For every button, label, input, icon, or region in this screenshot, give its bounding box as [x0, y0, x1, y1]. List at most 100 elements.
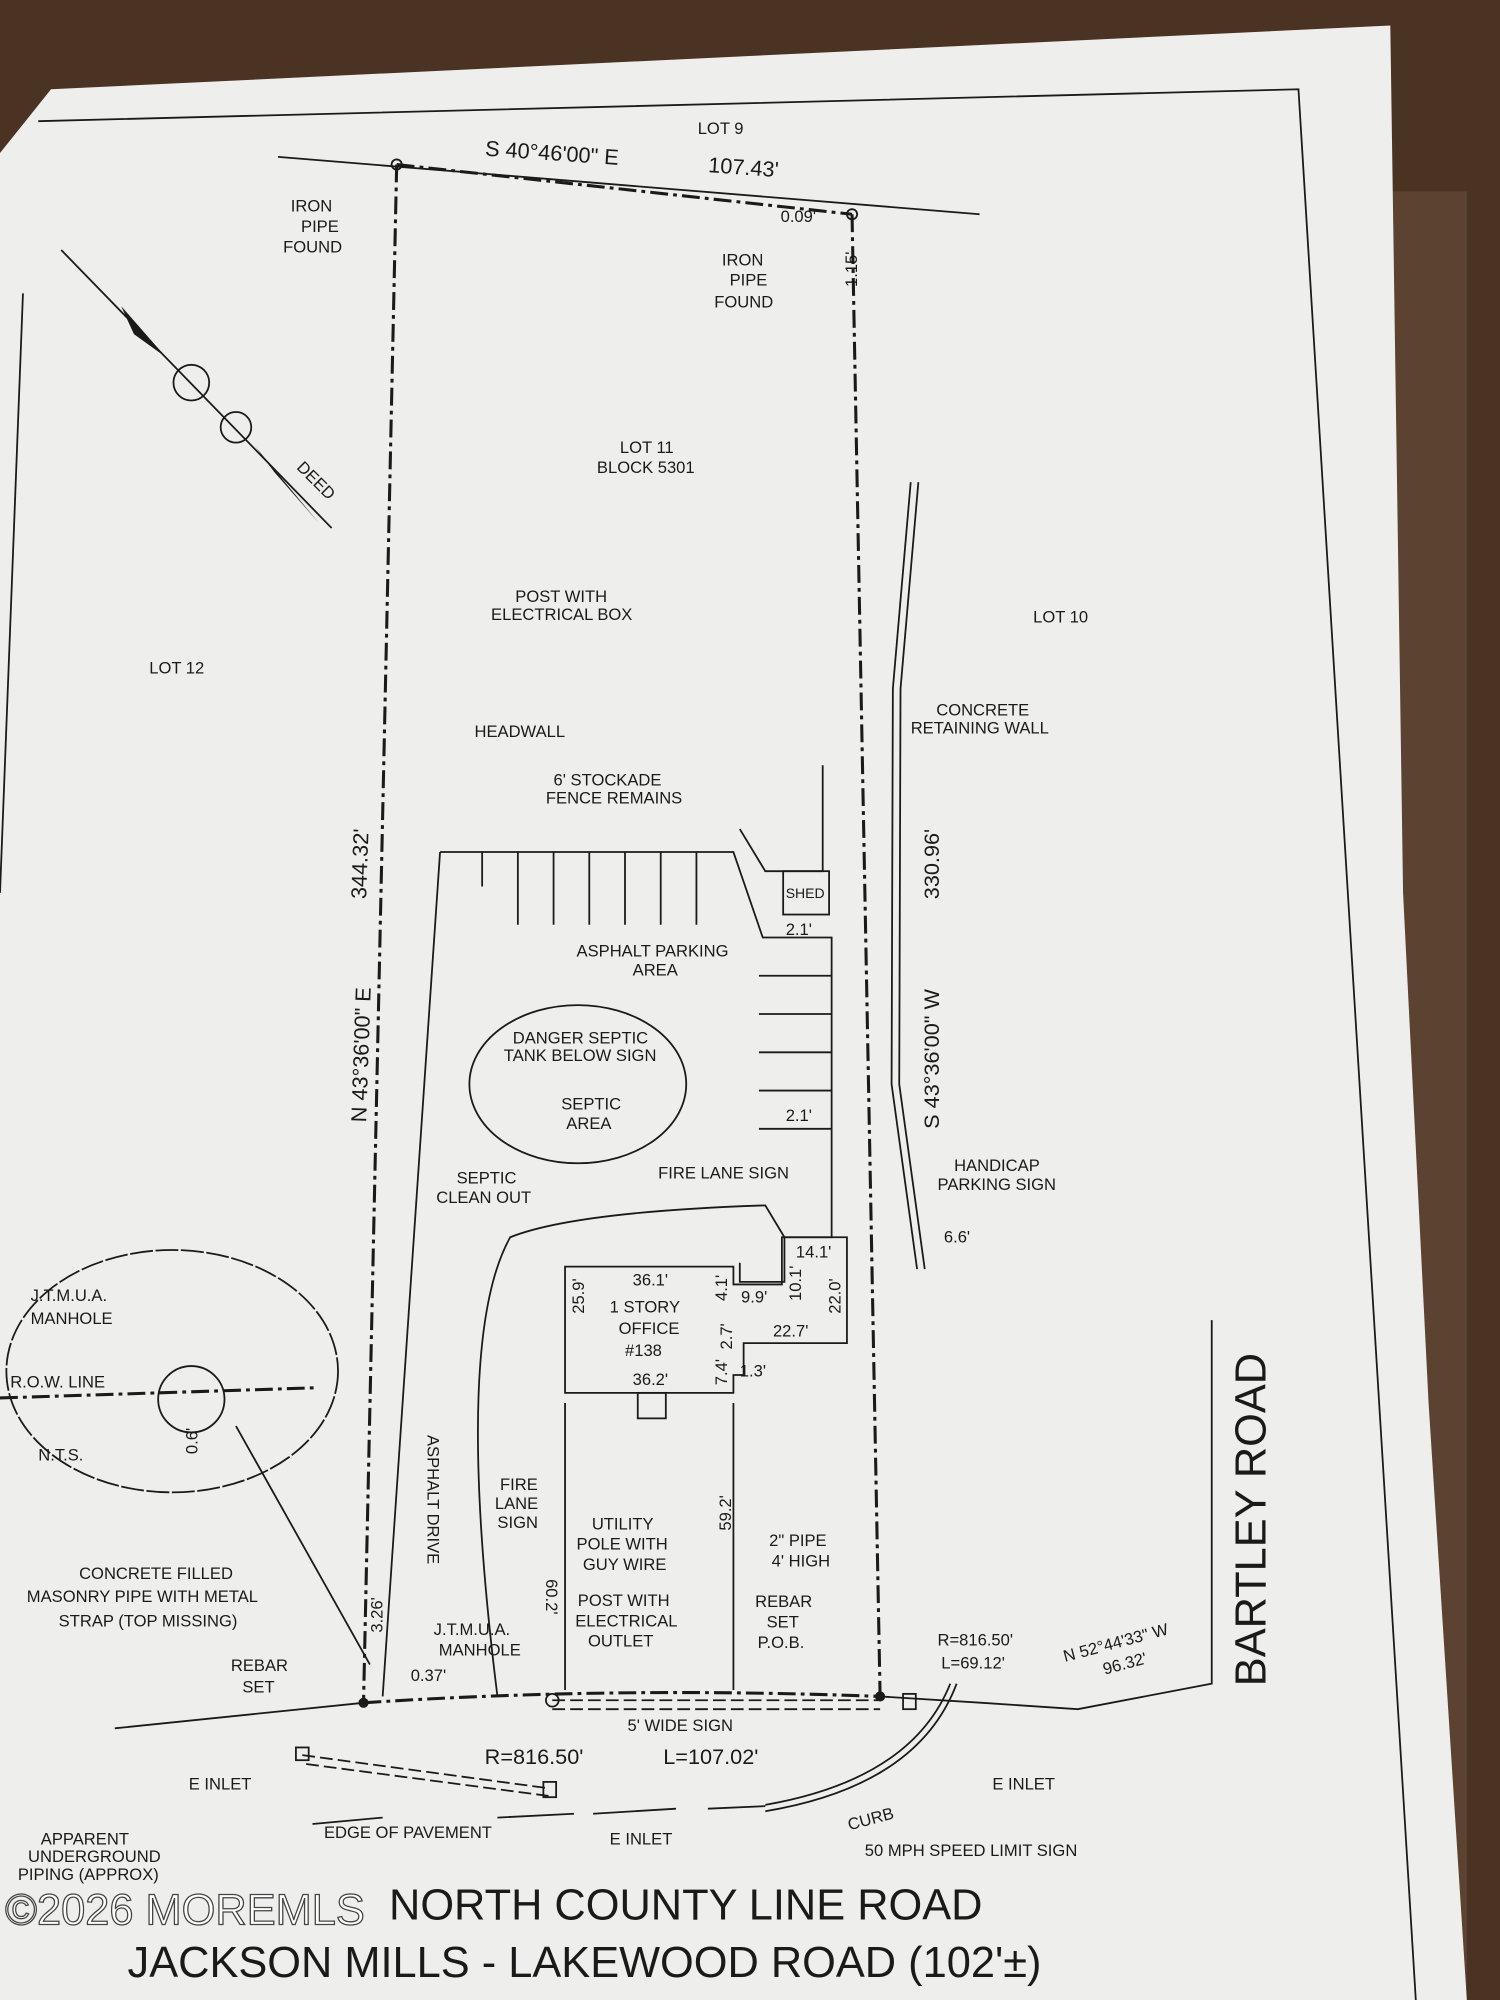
- svg-text:36.2': 36.2': [633, 1370, 668, 1389]
- svg-text:ASPHALT PARKING: ASPHALT PARKING: [577, 942, 729, 961]
- left-bearing: N 43°36'00" E: [346, 987, 376, 1123]
- watermark: ©2026 MOREMLS: [5, 1887, 365, 1935]
- svg-text:0.09': 0.09': [781, 207, 816, 226]
- svg-text:IRON: IRON: [291, 197, 332, 216]
- svg-text:P.O.B.: P.O.B.: [758, 1633, 805, 1652]
- lot11-label: LOT 11: [620, 438, 674, 457]
- svg-text:SET: SET: [767, 1613, 799, 1632]
- parking-stalls: [481, 852, 832, 1130]
- svg-text:4.1': 4.1': [712, 1275, 731, 1301]
- svg-text:PIPE: PIPE: [301, 217, 339, 236]
- front-property-line: [363, 1691, 881, 1705]
- svg-text:59.2': 59.2': [716, 1495, 735, 1530]
- svg-text:IRON: IRON: [722, 250, 763, 269]
- svg-text:APPARENT: APPARENT: [41, 1829, 129, 1848]
- svg-text:POLE WITH: POLE WITH: [577, 1535, 668, 1554]
- svg-text:FOUND: FOUND: [283, 238, 342, 257]
- left-distance: 344.32': [346, 828, 373, 899]
- iron-pipe-marker: [846, 208, 859, 221]
- svg-text:HANDICAP: HANDICAP: [954, 1156, 1040, 1175]
- svg-text:FOUND: FOUND: [714, 292, 773, 311]
- svg-text:2.7': 2.7': [717, 1323, 736, 1349]
- svg-text:36.1': 36.1': [633, 1271, 668, 1290]
- svg-text:10.1': 10.1': [786, 1266, 805, 1301]
- svg-text:0.37': 0.37': [411, 1666, 446, 1685]
- svg-text:REBAR: REBAR: [755, 1592, 812, 1611]
- svg-text:OUTLET: OUTLET: [588, 1632, 653, 1651]
- right-property-line: [850, 214, 882, 1697]
- svg-text:PIPING (APPROX): PIPING (APPROX): [18, 1865, 159, 1884]
- right-distance: 330.96': [919, 829, 944, 899]
- svg-text:3.26': 3.26': [368, 1597, 387, 1632]
- svg-text:MASONRY PIPE WITH METAL: MASONRY PIPE WITH METAL: [27, 1587, 258, 1606]
- svg-text:MANHOLE: MANHOLE: [439, 1641, 521, 1660]
- curve2-radius: R=816.50': [938, 1630, 1014, 1649]
- svg-text:CONCRETE: CONCRETE: [936, 701, 1029, 720]
- block-label: BLOCK 5301: [597, 458, 695, 477]
- rebar-pob-marker: [875, 1691, 886, 1702]
- svg-text:9.9': 9.9': [741, 1287, 767, 1306]
- svg-text:2" PIPE: 2" PIPE: [769, 1531, 827, 1550]
- left-property-line: [361, 164, 399, 1703]
- svg-text:0.6': 0.6': [183, 1428, 202, 1454]
- svg-text:ELECTRICAL BOX: ELECTRICAL BOX: [491, 605, 632, 624]
- svg-text:OFFICE: OFFICE: [619, 1319, 680, 1338]
- svg-text:E INLET: E INLET: [992, 1775, 1055, 1794]
- svg-text:CONCRETE FILLED: CONCRETE FILLED: [79, 1564, 233, 1583]
- fence-line: [739, 765, 824, 873]
- svg-text:FIRE LANE SIGN: FIRE LANE SIGN: [658, 1164, 789, 1183]
- svg-text:4' HIGH: 4' HIGH: [772, 1551, 830, 1570]
- curve-radius: R=816.50': [485, 1744, 584, 1769]
- svg-text:POST WITH: POST WITH: [578, 1591, 670, 1610]
- svg-text:SEPTIC: SEPTIC: [561, 1095, 621, 1114]
- svg-text:1 STORY: 1 STORY: [610, 1298, 680, 1317]
- lot-labels: LOT 9 LOT 10 LOT 12 LOT 11 BLOCK 5301: [149, 119, 1088, 678]
- svg-text:TANK BELOW SIGN: TANK BELOW SIGN: [504, 1046, 657, 1065]
- bartley-road-label: BARTLEY ROAD: [1227, 1353, 1275, 1686]
- svg-text:E INLET: E INLET: [610, 1829, 673, 1848]
- curb: [765, 1683, 958, 1813]
- rebar-marker: [358, 1697, 369, 1708]
- curve-length: L=107.02': [663, 1744, 758, 1769]
- retaining-wall: [890, 482, 926, 1270]
- svg-text:PIPE: PIPE: [730, 271, 768, 290]
- svg-text:UTILITY: UTILITY: [592, 1514, 654, 1533]
- svg-text:POST WITH: POST WITH: [515, 587, 607, 606]
- svg-text:SIGN: SIGN: [497, 1513, 538, 1532]
- svg-text:EDGE OF PAVEMENT: EDGE OF PAVEMENT: [324, 1823, 492, 1842]
- svg-text:2.1': 2.1': [786, 1106, 812, 1125]
- svg-text:FENCE REMAINS: FENCE REMAINS: [546, 789, 682, 808]
- building-step: [636, 1391, 667, 1420]
- svg-text:ASPHALT DRIVE: ASPHALT DRIVE: [423, 1435, 442, 1564]
- office-building: [564, 1236, 848, 1394]
- bearings: S 40°46'00" E 107.43' N 43°36'00" E 344.…: [346, 136, 1170, 1769]
- right-bearing: S 43°36'00" W: [919, 989, 944, 1129]
- svg-text:REBAR: REBAR: [231, 1656, 288, 1675]
- svg-text:1.15': 1.15': [842, 252, 861, 287]
- svg-text:1.3': 1.3': [740, 1361, 766, 1380]
- curve2-length: L=69.12': [941, 1653, 1005, 1672]
- lot12-label: LOT 12: [149, 658, 204, 677]
- storm-pipe: [302, 1754, 549, 1797]
- svg-text:J.T.M.U.A.: J.T.M.U.A.: [434, 1620, 510, 1639]
- svg-text:14.1': 14.1': [796, 1243, 831, 1262]
- svg-text:LANE: LANE: [495, 1494, 538, 1513]
- north-county-line-road-label: NORTH COUNTY LINE ROAD: [389, 1882, 982, 1930]
- svg-text:UNDERGROUND: UNDERGROUND: [28, 1847, 161, 1866]
- road-centerline: [114, 1320, 1213, 1730]
- svg-text:SET: SET: [242, 1678, 274, 1697]
- svg-text:50 MPH SPEED LIMIT SIGN: 50 MPH SPEED LIMIT SIGN: [865, 1841, 1078, 1860]
- svg-text:MANHOLE: MANHOLE: [31, 1309, 113, 1328]
- svg-text:6.6': 6.6': [944, 1227, 970, 1246]
- svg-text:#138: #138: [625, 1341, 662, 1360]
- manhole-symbol: [157, 1365, 226, 1434]
- drawing-border: [0, 88, 1417, 2000]
- svg-text:SHED: SHED: [786, 885, 825, 901]
- lot9-label: LOT 9: [698, 119, 744, 138]
- septic-area-outline: [468, 1004, 688, 1165]
- svg-text:ELECTRICAL: ELECTRICAL: [575, 1611, 677, 1630]
- jackson-mills-road-label: JACKSON MILLS - LAKEWOOD ROAD (102'±): [128, 1939, 1042, 1987]
- svg-text:J.T.M.U.A.: J.T.M.U.A.: [31, 1286, 107, 1305]
- svg-text:25.9': 25.9': [569, 1278, 588, 1313]
